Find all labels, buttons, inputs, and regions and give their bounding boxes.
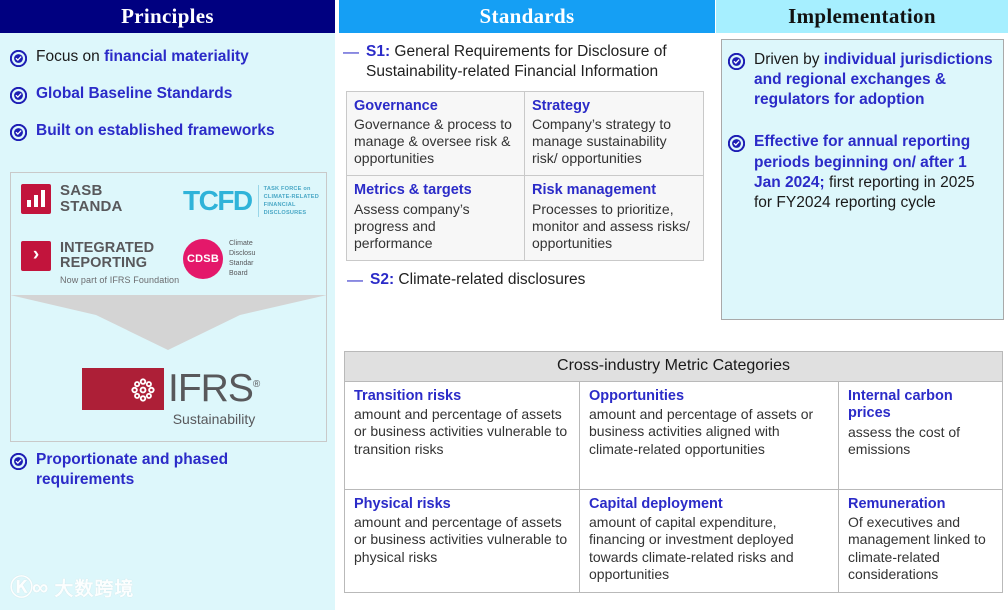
dash-icon: —: [343, 44, 359, 61]
metric-desc: Of executives and management linked to c…: [848, 514, 986, 582]
watermark-text: 大数跨境: [54, 579, 135, 600]
list-item: Global Baseline Standards: [0, 84, 335, 105]
cdsb-logo: CDSB Climate Disclosu Standar Board: [183, 239, 255, 279]
standards-header-title: Standards: [479, 4, 575, 28]
list-item: Focus on financial materiality: [0, 47, 335, 68]
circle-check-icon: [727, 135, 746, 153]
column-principles: Principles Focus on financial materialit…: [0, 0, 337, 610]
watermark-logo-icon: Ⓚ∞: [10, 574, 48, 600]
frameworks-logo-panel: SASB STANDA TCFD TASK FORCE on CLIMATE-R…: [10, 172, 327, 442]
principles-bullet-4: Proportionate and phased requirements: [36, 451, 229, 489]
standard-s2-line: — S2: Climate-related disclosures: [347, 270, 707, 291]
tcfd-logo-word: TCFD: [183, 185, 253, 217]
metric-title: Capital deployment: [589, 496, 723, 512]
dash-icon: —: [347, 271, 363, 289]
s1-pillars-grid: Governance Governance & process to manag…: [346, 90, 704, 261]
integrated-reporting-logo-text: INTEGRATED REPORTING Now part of IFRS Fo…: [60, 240, 180, 286]
cross-industry-metrics-table: Cross-industry Metric Categories Transit…: [344, 351, 1003, 593]
implementation-header: Implementation: [716, 0, 1008, 33]
principles-header: Principles: [0, 0, 335, 33]
list-item: Driven by individual jurisdictions and r…: [727, 50, 995, 110]
pillar-title: Metrics & targets: [354, 182, 472, 199]
circle-check-icon: [9, 49, 28, 68]
metric-desc: amount and percentage of assets or busin…: [354, 514, 568, 565]
metrics-table-grid: Transition risks amount and percentage o…: [345, 382, 1002, 592]
sasb-bar-chart-icon: [21, 183, 51, 214]
pillar-metrics-targets: Metrics & targets Assess company’s progr…: [347, 176, 525, 260]
metric-desc: amount of capital expenditure, financing…: [589, 514, 794, 582]
ifrs-logo-subtext: Sustainability: [172, 411, 256, 427]
table-cell-opportunities: Opportunities amount and percentage of a…: [580, 382, 839, 490]
cdsb-logo-abbr: CDSB: [183, 239, 223, 279]
pillar-desc: Assess company’s progress and performanc…: [354, 200, 470, 251]
standard-s1-line: — S1: General Requirements for Disclosur…: [343, 42, 707, 82]
principles-bullet-1: Focus on financial materiality: [36, 48, 249, 65]
metrics-table-title: Cross-industry Metric Categories: [345, 352, 1002, 382]
ifrs-sustainability-logo: IFRS® Sustainability: [82, 367, 260, 427]
table-cell-physical-risks: Physical risks amount and percentage of …: [345, 490, 580, 592]
circle-check-icon: [9, 86, 28, 105]
standards-body: — S1: General Requirements for Disclosur…: [339, 33, 715, 291]
metric-desc: amount and percentage of assets or busin…: [354, 406, 568, 457]
integrated-reporting-logo: › INTEGRATED REPORTING Now part of IFRS …: [21, 240, 180, 286]
circle-check-icon: [9, 452, 28, 471]
implementation-bullet-1: Driven by individual jurisdictions and r…: [754, 51, 993, 109]
table-cell-transition-risks: Transition risks amount and percentage o…: [345, 382, 580, 490]
table-cell-remuneration: Remuneration Of executives and managemen…: [839, 490, 1002, 592]
metric-title: Transition risks: [354, 388, 462, 404]
standard-s1-text: S1: General Requirements for Disclosure …: [366, 43, 667, 80]
metric-title: Physical risks: [354, 496, 451, 512]
pillar-desc: Processes to prioritize, monitor and ass…: [532, 200, 690, 251]
pillar-governance: Governance Governance & process to manag…: [347, 91, 525, 177]
pillar-title: Strategy: [532, 97, 591, 114]
metric-title: Opportunities: [589, 388, 685, 404]
circle-check-icon: [9, 124, 28, 142]
down-arrow-icon: [10, 295, 327, 350]
principles-bullet-3: Built on established frameworks: [36, 122, 275, 140]
principles-last-bullet: Proportionate and phased requirements: [0, 450, 337, 490]
list-item: Proportionate and phased requirements: [0, 450, 337, 490]
implementation-panel: Driven by individual jurisdictions and r…: [721, 39, 1004, 320]
metric-title: Remuneration: [848, 496, 946, 512]
pillar-title: Governance: [354, 97, 438, 114]
pillar-title: Risk management: [532, 182, 657, 199]
metric-desc: assess the cost of emissions: [848, 423, 961, 457]
list-item: Built on established frameworks: [0, 121, 335, 142]
principles-bullet-list: Focus on financial materiality Global Ba…: [0, 33, 335, 142]
metric-desc: amount and percentage of assets or busin…: [589, 406, 814, 457]
pillar-desc: Governance & process to manage & oversee…: [354, 116, 512, 167]
tcfd-logo-subtext: TASK FORCE on CLIMATE-RELATED FINANCIAL …: [257, 185, 319, 218]
principles-bullet-2: Global Baseline Standards: [36, 85, 233, 103]
sasb-logo-text: SASB STANDA: [60, 182, 123, 215]
ifrs-logo-word: IFRS®: [168, 367, 260, 411]
sasb-logo: SASB STANDA: [21, 183, 123, 215]
pillar-risk-management: Risk management Processes to prioritize,…: [525, 176, 703, 260]
list-item: Effective for annual reporting periods b…: [727, 132, 995, 213]
watermark: Ⓚ∞ 大数跨境: [10, 574, 134, 601]
implementation-header-title: Implementation: [788, 4, 936, 28]
table-cell-capital-deployment: Capital deployment amount of capital exp…: [580, 490, 839, 592]
circle-check-icon: [727, 52, 746, 71]
table-cell-internal-carbon-prices: Internal carbon prices assess the cost o…: [839, 382, 1002, 490]
standard-s2-text: S2: Climate-related disclosures: [370, 270, 586, 288]
pillar-strategy: Strategy Company’s strategy to manage su…: [525, 92, 703, 177]
principles-header-title: Principles: [121, 4, 214, 28]
cdsb-logo-subtext: Climate Disclosu Standar Board: [229, 240, 256, 277]
standards-header: Standards: [339, 0, 715, 33]
metric-title: Internal carbon prices: [848, 388, 953, 422]
implementation-bullet-2: Effective for annual reporting periods b…: [754, 133, 975, 211]
pillar-desc: Company’s strategy to manage sustainabil…: [532, 116, 672, 167]
tcfd-logo: TCFD TASK FORCE on CLIMATE-RELATED FINAN…: [183, 185, 319, 218]
ifrs-mark-icon: [82, 368, 164, 410]
integrated-reporting-note: Now part of IFRS Foundation: [60, 275, 180, 286]
chevron-right-icon: ›: [21, 241, 51, 271]
